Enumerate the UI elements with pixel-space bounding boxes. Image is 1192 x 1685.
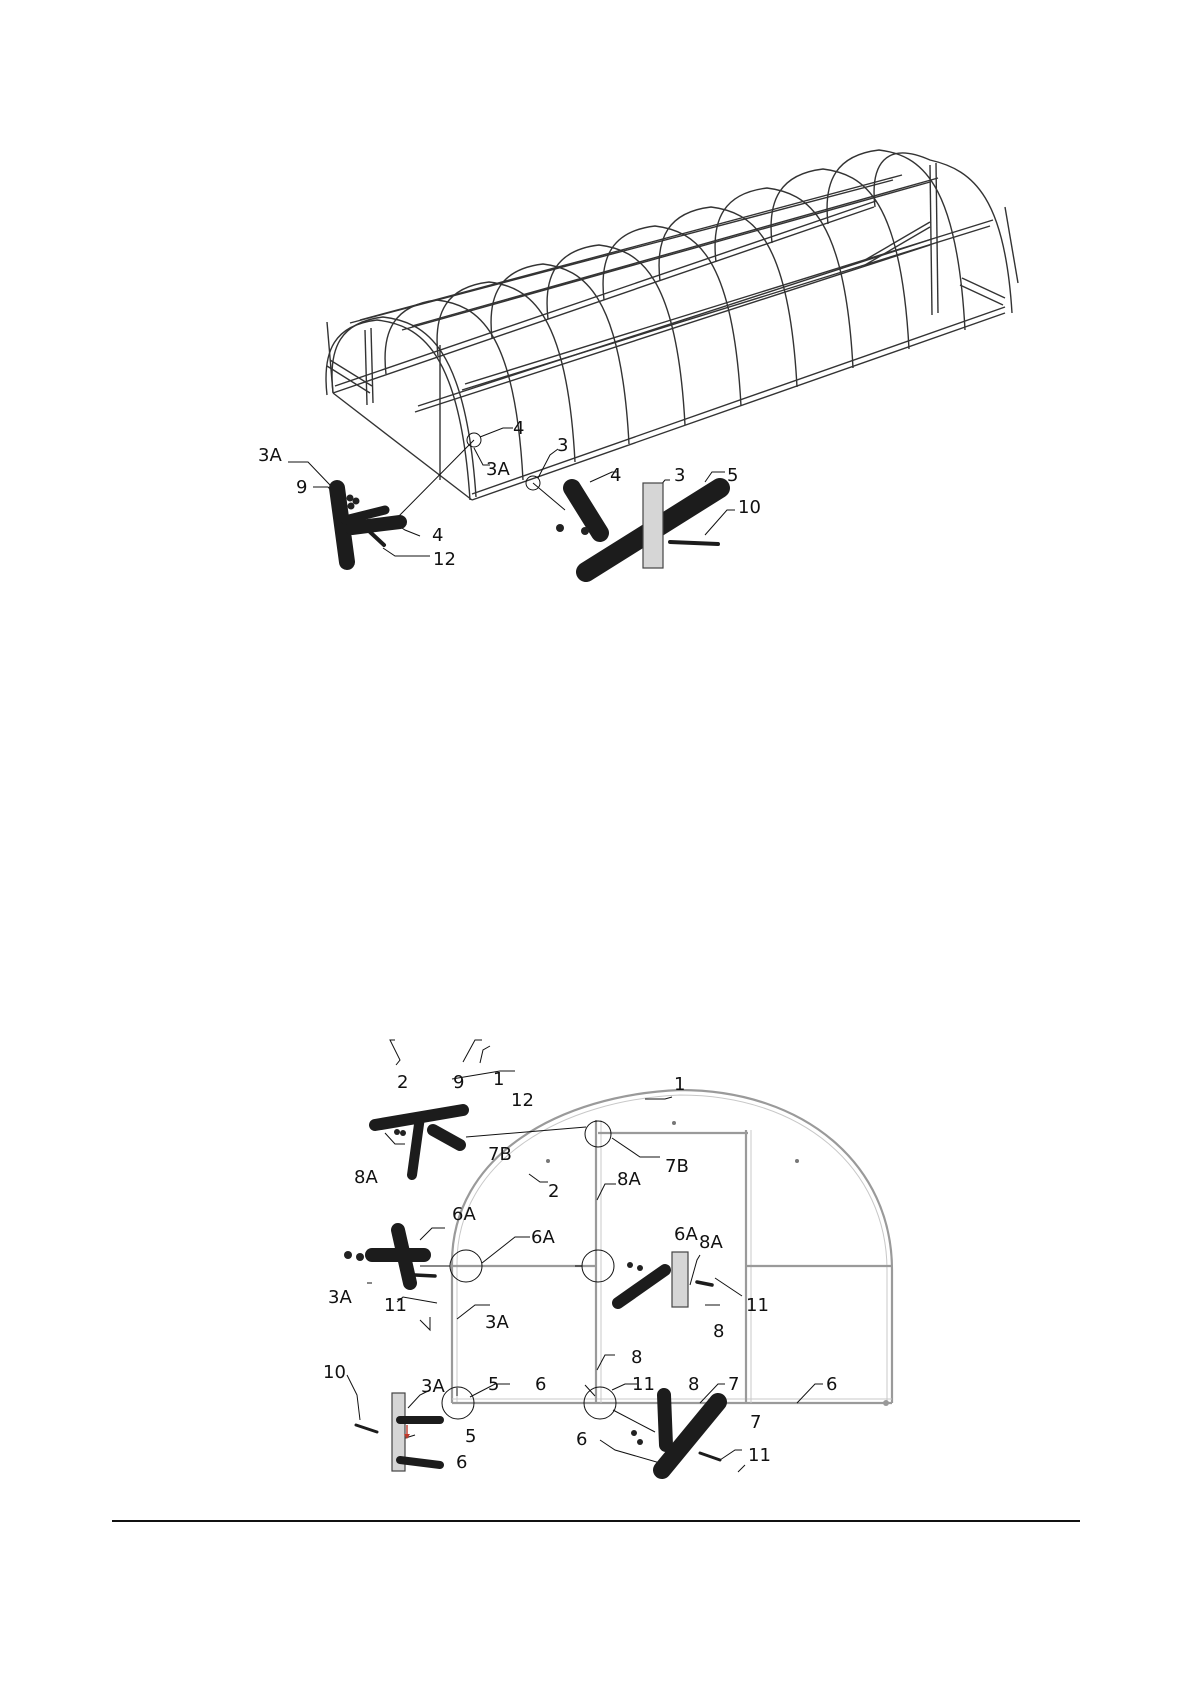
end-wall-frame bbox=[452, 1090, 892, 1406]
label-6a: 6A bbox=[674, 1224, 698, 1245]
label-7: 7 bbox=[728, 1374, 739, 1395]
label-7b: 7B bbox=[665, 1156, 689, 1177]
page-divider-line bbox=[112, 1520, 1080, 1522]
label-7: 7 bbox=[750, 1412, 761, 1433]
label-6: 6 bbox=[456, 1452, 467, 1473]
label-1: 1 bbox=[674, 1074, 685, 1095]
label-11: 11 bbox=[748, 1445, 771, 1466]
label-8: 8 bbox=[688, 1374, 699, 1395]
label-6a: 6A bbox=[452, 1204, 476, 1225]
label-6: 6 bbox=[826, 1374, 837, 1395]
label-3a: 3A bbox=[485, 1312, 509, 1333]
label-8: 8 bbox=[631, 1347, 642, 1368]
label-2: 2 bbox=[548, 1181, 559, 1202]
label-3a: 3A bbox=[328, 1287, 352, 1308]
label-8a: 8A bbox=[699, 1232, 723, 1253]
label-8a: 8A bbox=[354, 1167, 378, 1188]
label-11: 11 bbox=[632, 1374, 655, 1395]
label-6a: 6A bbox=[531, 1227, 555, 1248]
label-9: 9 bbox=[453, 1072, 464, 1093]
label-1: 1 bbox=[493, 1069, 504, 1090]
label-5: 5 bbox=[465, 1426, 476, 1447]
label-10: 10 bbox=[323, 1362, 346, 1383]
label-8a: 8A bbox=[617, 1169, 641, 1190]
label-2: 2 bbox=[397, 1072, 408, 1093]
label-12: 12 bbox=[511, 1090, 534, 1111]
joint-detail-top bbox=[375, 1110, 465, 1175]
end-wall-elevation-diagram: 2 9 1 12 7B 8A 1 7B 8A 2 6A 6A 6A 8A 3A … bbox=[0, 0, 1192, 1500]
label-6: 6 bbox=[535, 1374, 546, 1395]
joint-detail-mid-right bbox=[618, 1252, 712, 1307]
label-7b: 7B bbox=[488, 1144, 512, 1165]
label-11: 11 bbox=[746, 1295, 769, 1316]
label-11: 11 bbox=[384, 1295, 407, 1316]
label-5: 5 bbox=[488, 1374, 499, 1395]
label-8: 8 bbox=[713, 1321, 724, 1342]
joint-detail-bottom-left bbox=[356, 1393, 440, 1471]
label-6: 6 bbox=[576, 1429, 587, 1450]
label-3a: 3A bbox=[421, 1376, 445, 1397]
